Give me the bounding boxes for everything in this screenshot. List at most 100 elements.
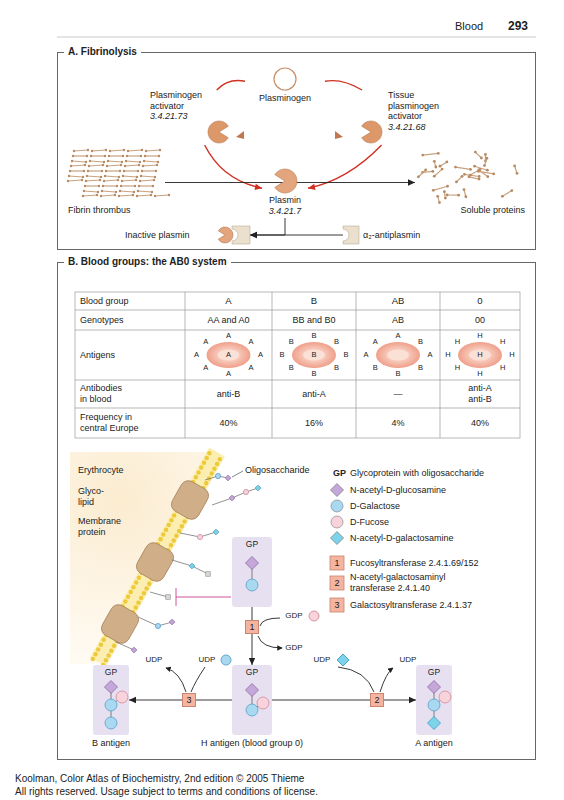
connector (250, 232, 343, 238)
fibrin-strand (92, 150, 106, 151)
sugar-diamond (246, 557, 259, 570)
legend-square (330, 576, 344, 590)
fibrin-node (87, 170, 89, 172)
text-label: Erythrocyte (78, 465, 124, 476)
fibrin-node (99, 179, 101, 181)
cofactor-part (221, 655, 231, 665)
sugar-diamond (428, 717, 441, 730)
text-label: A (203, 337, 208, 346)
fibrin-node (150, 194, 152, 196)
fibrin-strand (138, 191, 152, 192)
enzyme-icon (218, 227, 233, 243)
arrow-head (250, 232, 257, 238)
fibrin-strand (84, 191, 98, 192)
fibrin-strand (123, 176, 137, 177)
membrane-part (93, 449, 212, 659)
chain-line (116, 642, 134, 650)
fibrin-node (85, 180, 87, 182)
erythrocyte-part (469, 350, 491, 361)
text-label: Genotypes (80, 315, 124, 326)
fibrin-strand (120, 191, 134, 192)
text-label: Antigens (80, 350, 115, 361)
fibrin-node (159, 149, 161, 151)
cofactor (166, 611, 393, 692)
text-label: UDP (314, 655, 331, 664)
text-label: AB (392, 315, 404, 326)
fragment-end (431, 170, 434, 173)
protein-fragment (423, 153, 439, 155)
fibrin-node (123, 149, 125, 151)
connector (308, 145, 382, 190)
fibrin-node (139, 180, 141, 182)
connector-line (308, 145, 382, 188)
fibrin-node (83, 190, 85, 192)
fibrin-node (90, 155, 92, 157)
connector-line (272, 700, 370, 701)
fragment-end (436, 195, 439, 198)
fibrin-node (144, 155, 146, 157)
fibrin-node (141, 149, 143, 151)
fragment-end (446, 194, 449, 197)
text-label: A (427, 351, 432, 360)
legend-text: Glycoprotein with oligosaccharide (350, 468, 484, 479)
node-text: Plasmin (262, 195, 308, 206)
protein-fragment (478, 171, 493, 174)
fragment-end (424, 169, 427, 172)
fibrin-node (168, 194, 170, 196)
fibrin-strand (141, 176, 155, 177)
fragment-end (457, 194, 460, 197)
text-label: 40% (219, 418, 237, 429)
erythrocyte-part (458, 342, 502, 368)
membrane-part (98, 452, 217, 662)
connector (217, 81, 245, 90)
fibrin-node (107, 160, 109, 162)
fibrin-strand (85, 185, 99, 186)
text-label: B (311, 295, 317, 306)
antigen-caption: H antigen (blood group 0) (201, 738, 303, 749)
fibrin-node (114, 194, 116, 196)
text-label: GDP (285, 611, 302, 620)
fibrin-node (145, 150, 147, 152)
fibrin-node (122, 175, 124, 177)
fragment-end (473, 165, 476, 168)
legend-diamond (331, 532, 344, 545)
fibrin-node (140, 155, 142, 157)
protein-fragment (475, 166, 488, 170)
sugar-circle (105, 717, 117, 729)
fragment-end (469, 168, 472, 171)
text-label: B (289, 364, 294, 373)
sugar-circle (246, 704, 258, 716)
fibrin-node (136, 195, 138, 197)
text-label: anti-A (302, 389, 326, 400)
protein-fragment (434, 169, 442, 176)
fibrin-node (154, 176, 156, 178)
fibrin-node (117, 179, 119, 181)
fibrin-strand (125, 165, 139, 166)
protein-fragment (455, 167, 470, 169)
text-label: UDP (400, 655, 417, 664)
fragment-end (461, 175, 464, 178)
fibrin-strand (145, 155, 159, 156)
protein-fragment (418, 170, 425, 177)
table-grid-part (440, 292, 441, 438)
fragment-end (417, 175, 420, 178)
text-label: Blood group (80, 296, 129, 307)
fibrin-node (84, 185, 86, 187)
fibrin-node (121, 180, 123, 182)
fibrin-strand (106, 170, 120, 171)
connector (252, 607, 253, 620)
legend-swatch (329, 514, 345, 530)
connector (196, 700, 232, 701)
fibrin-node (103, 161, 105, 163)
fibrin-node (91, 150, 93, 152)
fragment-end (485, 157, 488, 160)
fragment-end (454, 166, 457, 169)
fibrin-strand (127, 155, 141, 156)
fibrin-node (101, 190, 103, 192)
text-label: All rights reserved. Usage subject to te… (15, 786, 318, 798)
text-label: A (226, 351, 231, 360)
text-label: H (500, 364, 505, 373)
fibrin-node (152, 185, 154, 187)
fibrin-node (121, 161, 123, 163)
legend-swatch (329, 482, 345, 498)
